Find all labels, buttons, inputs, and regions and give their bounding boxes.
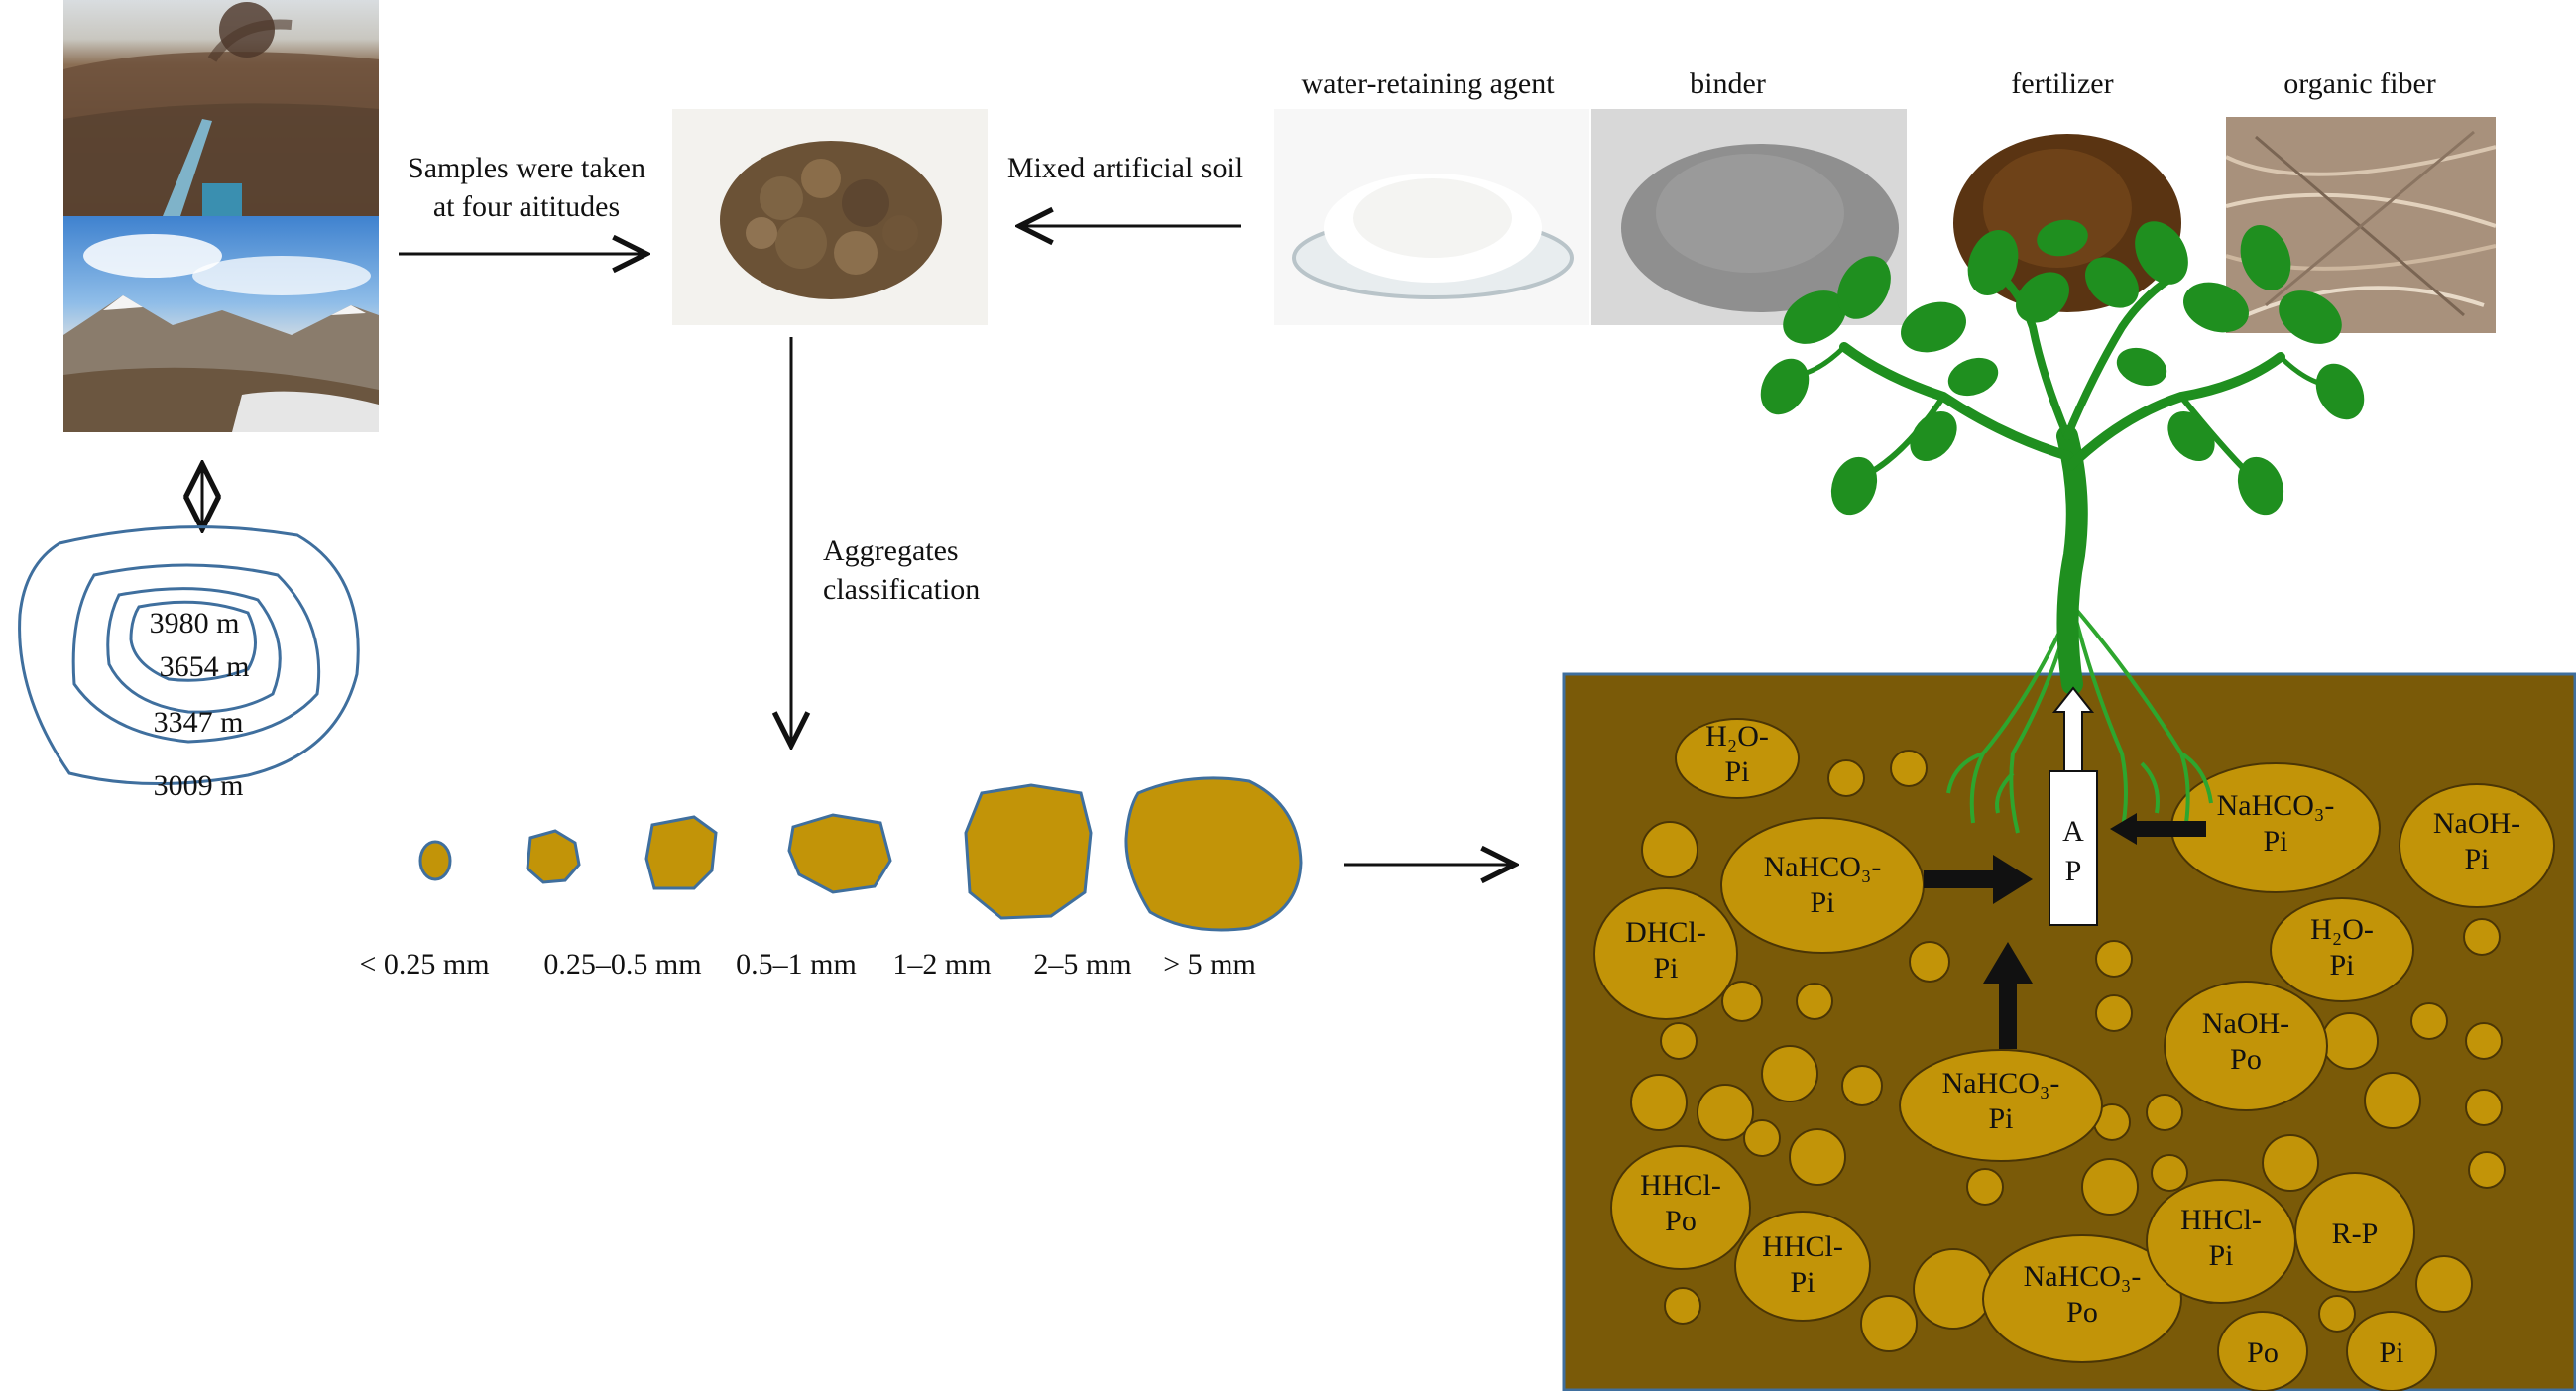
pool-label-naoh_pi-line2: Pi xyxy=(2464,843,2489,875)
mountain-valley-art xyxy=(63,234,379,432)
pool-label-po: Po xyxy=(2247,1336,2279,1369)
svg-text-layer: 3980 m 3654 m 3347 m 3009 m < 0.25 mm 0.25–0.… xyxy=(150,607,2521,1369)
samples-label-line2: at four aititudes xyxy=(432,190,621,223)
material-label-binder: binder xyxy=(1690,67,1766,100)
pool-label-h2o_pi_a-line1: H₂O- xyxy=(1705,720,1769,753)
pool-dhcl-pi xyxy=(1593,887,1738,1020)
mixed-soil-art xyxy=(720,141,942,299)
samples-label-line1: Samples were taken xyxy=(408,152,645,184)
size-class-label-3: 1–2 mm xyxy=(892,948,991,981)
pool-hhcl-pi-a xyxy=(1734,1211,1871,1322)
pool-nahco3-pi-main xyxy=(1720,817,1925,954)
pool-nahco3-pi-low xyxy=(1899,1049,2103,1162)
pool-label-nahco3_po-line2: Po xyxy=(2066,1296,2098,1329)
mountain-valley-photo xyxy=(63,216,379,432)
granule-2-5 xyxy=(964,783,1093,920)
altitude-contour-map xyxy=(18,525,360,785)
pool-label-naoh_po-line2: Po xyxy=(2230,1043,2262,1076)
pool-label-nahco3_pi_right-line1: NaHCO₃- xyxy=(2217,789,2335,822)
altitude-label-0: 3980 m xyxy=(150,607,240,639)
granule-0-5-1 xyxy=(644,815,718,890)
granule-0-25-0-5 xyxy=(526,829,581,884)
altitude-label-3: 3009 m xyxy=(154,769,244,802)
pool-label-h2o_pi_b-line2: Pi xyxy=(2329,949,2354,982)
pool-hhcl-po xyxy=(1610,1145,1751,1270)
granule-lt-0-25 xyxy=(418,840,452,881)
pool-h2o-pi-a xyxy=(1675,718,1800,799)
size-class-label-2: 0.5–1 mm xyxy=(736,948,857,981)
size-class-label-0: < 0.25 mm xyxy=(359,948,489,981)
organic-fiber-art xyxy=(2226,130,2496,317)
pool-label-hhcl_pi_b-line2: Pi xyxy=(2208,1239,2233,1272)
pool-label-nahco3_pi_right-line2: Pi xyxy=(2263,825,2287,858)
pool-nahco3-po xyxy=(1982,1234,2182,1363)
aggregates-label-line1: Aggregates xyxy=(823,534,959,567)
aggregate-granules xyxy=(418,776,1303,932)
pool-label-h2o_pi_a-line2: Pi xyxy=(1724,755,1749,788)
water-retaining-agent-photo xyxy=(1274,109,1589,325)
pool-label-nahco3_pi_main-line2: Pi xyxy=(1810,886,1834,919)
pool-label-nahco3_pi_low-line1: NaHCO₃- xyxy=(1942,1067,2060,1100)
pool-label-hhcl_pi_a-line2: Pi xyxy=(1790,1266,1815,1299)
pool-label-hhcl_po-line1: HHCl- xyxy=(1640,1169,1721,1202)
binder-photo xyxy=(1591,109,1907,325)
pool-label-dhcl_pi-line1: DHCl- xyxy=(1625,916,1706,949)
granule-gt-5 xyxy=(1124,776,1303,932)
tree-leaves xyxy=(1760,219,2365,516)
pool-label-hhcl_po-line2: Po xyxy=(1665,1205,1697,1237)
binder-art xyxy=(1621,144,1899,312)
soil-pools xyxy=(1593,718,2555,1391)
size-class-label-4: 2–5 mm xyxy=(1033,948,1131,981)
altitude-label-1: 3654 m xyxy=(160,650,250,683)
ap-letter-p: P xyxy=(2065,855,2082,887)
granule-1-2 xyxy=(787,813,892,894)
arrow-main-to-ap xyxy=(1924,855,2033,904)
ap-box xyxy=(2049,770,2098,926)
pool-h2o-pi-b xyxy=(2270,897,2414,1002)
organic-fiber-photo xyxy=(2226,117,2496,333)
soil-small-granules xyxy=(1630,750,2506,1352)
mixed-soil-label: Mixed artificial soil xyxy=(1006,152,1244,184)
arrow-low-to-ap xyxy=(1983,942,2033,1049)
pool-label-r_p: R-P xyxy=(2332,1217,2379,1250)
pool-label-nahco3_pi_main-line1: NaHCO₃- xyxy=(1764,851,1882,883)
pool-r-p xyxy=(2294,1172,2415,1293)
arrow-right-to-ap xyxy=(2110,813,2206,845)
pool-label-naoh_po-line1: NaOH- xyxy=(2202,1007,2289,1040)
pool-po xyxy=(2217,1311,2308,1391)
pool-naoh-po xyxy=(2164,981,2328,1111)
water-retaining-agent-art xyxy=(1292,174,1574,299)
slope-spraying-art xyxy=(63,2,379,216)
mixed-soil-photo xyxy=(672,109,988,325)
material-label-fertilizer: fertilizer xyxy=(2011,67,2114,100)
material-label-organic-fiber: organic fiber xyxy=(2283,67,2436,100)
slope-spraying-photo xyxy=(63,0,379,216)
pool-pi xyxy=(2346,1311,2437,1391)
pool-label-dhcl_pi-line2: Pi xyxy=(1653,952,1678,985)
altitude-label-2: 3347 m xyxy=(154,706,244,739)
ap-letter-a: A xyxy=(2062,815,2084,848)
size-class-label-5: > 5 mm xyxy=(1163,948,1256,981)
ap-uptake-arrow xyxy=(2051,686,2095,772)
pool-naoh-pi xyxy=(2399,783,2555,908)
pool-label-nahco3_po-line1: NaHCO₃- xyxy=(2024,1260,2142,1293)
tree-trunk xyxy=(1782,274,2343,695)
pool-label-h2o_pi_b-line1: H₂O- xyxy=(2310,913,2374,946)
aggregates-label-line2: classification xyxy=(823,573,981,606)
size-class-label-1: 0.25–0.5 mm xyxy=(543,948,701,981)
material-label-water-retaining-agent: water-retaining agent xyxy=(1301,67,1555,100)
pool-label-naoh_pi-line1: NaOH- xyxy=(2433,807,2520,840)
pool-label-pi: Pi xyxy=(2379,1336,2403,1369)
pool-label-hhcl_pi_b-line1: HHCl- xyxy=(2180,1204,2262,1236)
pool-label-hhcl_pi_a-line1: HHCl- xyxy=(1762,1230,1843,1263)
pool-label-nahco3_pi_low-line2: Pi xyxy=(1988,1102,2013,1135)
